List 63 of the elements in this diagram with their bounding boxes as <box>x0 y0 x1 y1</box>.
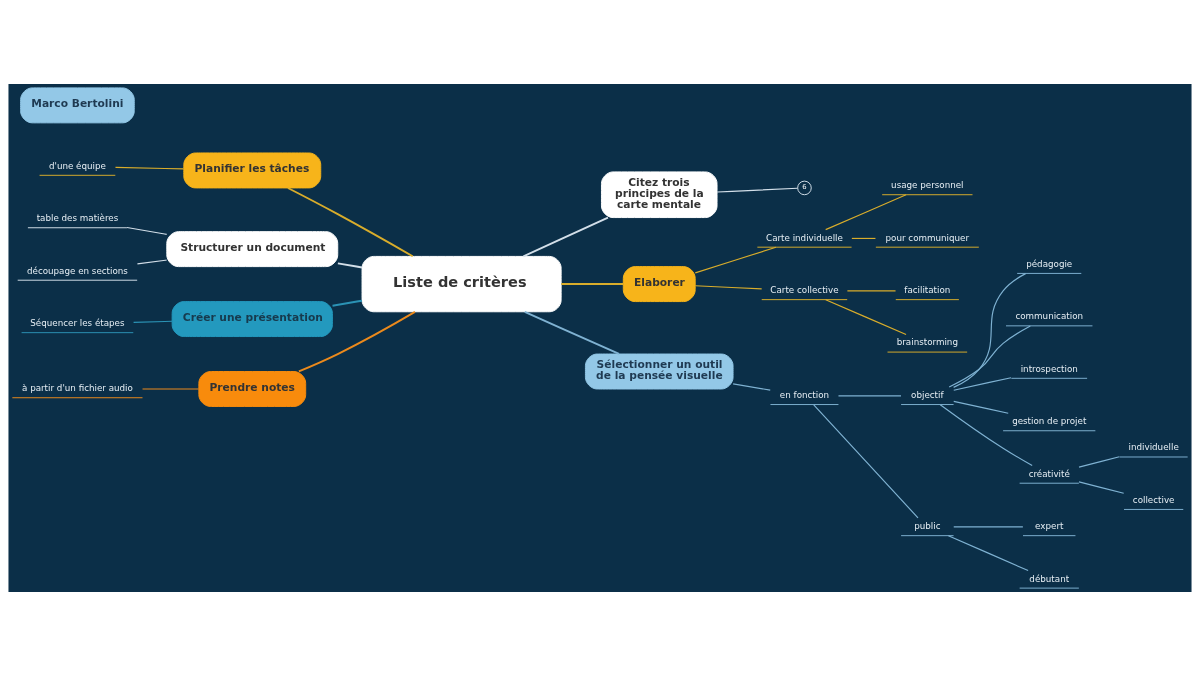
node-text: Carte individuelle <box>766 232 843 243</box>
node-text: pédagogie <box>1026 258 1073 269</box>
connector <box>1078 455 1120 468</box>
node-box: Planifier les tâches <box>183 151 322 188</box>
connector <box>126 226 168 235</box>
node-text: débutant <box>1029 573 1070 584</box>
connector <box>939 403 1033 466</box>
node-text: brainstorming <box>896 336 958 347</box>
connector <box>136 259 168 264</box>
connector <box>947 534 1029 571</box>
connector <box>837 394 902 396</box>
node-text: expert <box>1035 520 1064 531</box>
node-box: Liste de critères <box>361 255 562 312</box>
node-text: facilitation <box>904 284 951 295</box>
connector <box>1078 480 1125 494</box>
connector <box>522 216 609 257</box>
node-text: Carte collective <box>770 284 839 295</box>
node-box: Marco Bertolini <box>20 86 135 123</box>
node-box: Citez trois principes de la carte mentale <box>600 170 718 218</box>
node-text: objectif <box>911 389 944 400</box>
node-text: d'une équipe <box>48 160 106 171</box>
connector <box>953 272 1027 388</box>
connector <box>953 525 1024 527</box>
connector <box>732 382 771 391</box>
node-box: Prendre notes <box>198 370 307 407</box>
node-text: pour communiquer <box>885 232 970 243</box>
connector <box>133 320 173 323</box>
node-text: créativité <box>1028 468 1070 479</box>
connector <box>336 261 363 268</box>
node-text: à partir d'un fichier audio <box>22 382 133 393</box>
connector <box>297 310 416 372</box>
connector <box>813 403 919 518</box>
node-box: Structurer un document <box>166 230 339 267</box>
node-text: introspection <box>1020 363 1078 374</box>
node-text: découpage en sections <box>26 265 128 276</box>
connector <box>694 284 763 289</box>
node-text: public <box>914 520 941 531</box>
connector <box>953 376 1012 391</box>
node-text: gestion de projet <box>1012 415 1087 426</box>
connector <box>846 289 897 291</box>
connector <box>560 282 625 285</box>
node-text: en fonction <box>779 389 830 400</box>
node-box: Créer une présentation <box>171 300 333 337</box>
connector <box>825 193 907 230</box>
connector <box>825 298 907 335</box>
connector <box>523 310 620 355</box>
connector <box>694 246 777 273</box>
node-text: Séquencer les étapes <box>30 317 125 328</box>
node-text: individuelle <box>1128 441 1179 452</box>
node-box: Sélectionner un outil de la pensée visuelle <box>584 353 734 389</box>
node-box: Elaborer <box>622 265 696 302</box>
connector <box>286 186 414 257</box>
connector <box>948 324 1031 388</box>
connector <box>114 166 185 169</box>
node-text: communication <box>1015 310 1084 321</box>
node-text: usage personnel <box>891 179 964 190</box>
node-text: table des matières <box>36 212 119 223</box>
connector <box>141 387 200 390</box>
node-text: collective <box>1132 494 1175 505</box>
connector <box>716 187 798 193</box>
connector <box>331 299 363 307</box>
connector <box>953 400 1009 414</box>
connector <box>851 237 877 239</box>
